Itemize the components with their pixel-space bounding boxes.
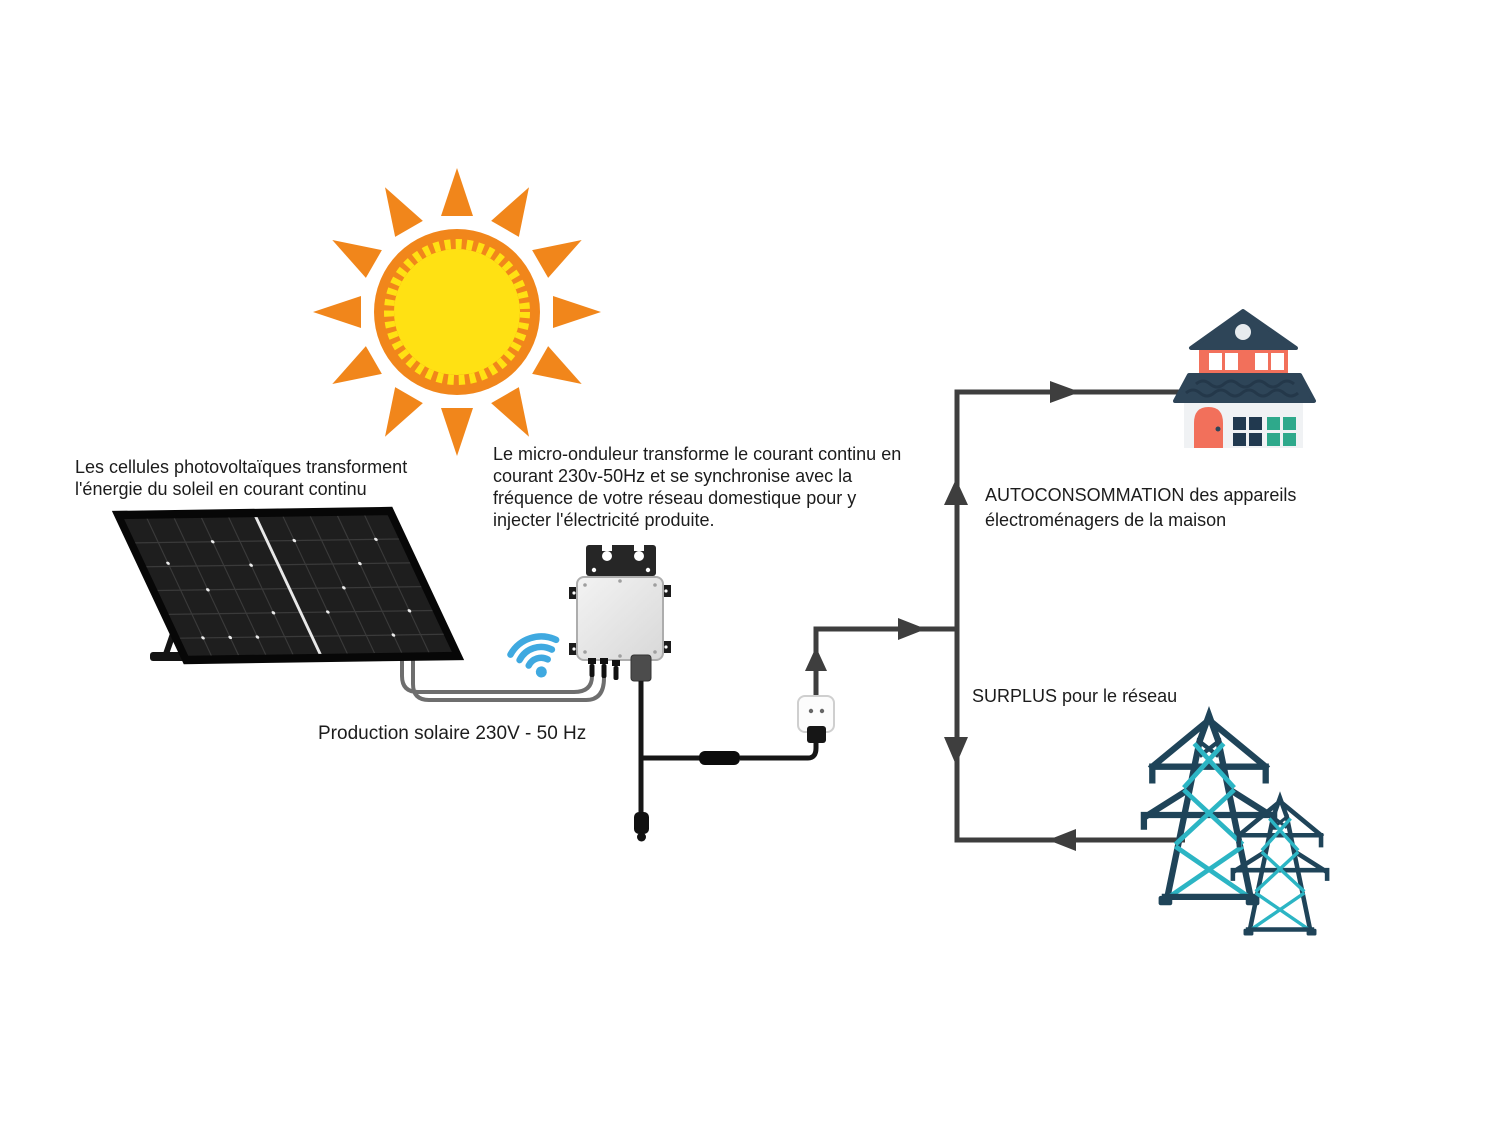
pylon-icon	[1144, 715, 1327, 935]
sun-rays	[313, 168, 601, 456]
inverter-connectors	[588, 658, 620, 680]
arrow-right-into-house	[1050, 381, 1080, 403]
house-icon	[1173, 309, 1316, 448]
outlet-hole	[808, 708, 814, 714]
arrow-left-from-grid	[1048, 829, 1076, 851]
house-teal-window	[1267, 417, 1296, 446]
sun-core	[394, 249, 520, 375]
micro-inverter-icon	[569, 543, 819, 842]
house-gable-window	[1235, 324, 1251, 340]
ac-branch-cable	[740, 742, 819, 761]
bracket-keyhole	[634, 543, 644, 551]
arrow-right-to-bus	[898, 618, 926, 640]
bracket-keyhole	[602, 543, 612, 551]
outlet-plug	[807, 726, 826, 743]
inverter-caption: Le micro-onduleur transforme le courant …	[493, 444, 902, 530]
production-label: Production solaire 230V - 50 Hz	[318, 723, 587, 744]
autoconsommation-label: AUTOCONSOMMATION des appareils électromé…	[985, 485, 1297, 530]
sun-icon	[313, 168, 601, 456]
outlet-flow-line	[813, 626, 957, 699]
inverter-tabs	[569, 585, 671, 655]
ac-cable-tip	[634, 812, 649, 834]
arrow-up-from-outlet	[805, 647, 827, 671]
arrow-down-to-grid	[944, 737, 968, 765]
house-navy-window	[1233, 417, 1262, 446]
inverter-body	[576, 576, 664, 661]
dc-cable	[400, 640, 594, 694]
house-door	[1194, 407, 1223, 448]
bracket-screw	[645, 567, 651, 573]
house-roof-waves	[1185, 379, 1299, 398]
inverter-screws	[583, 579, 657, 658]
pylon-large	[1144, 715, 1274, 905]
bracket-keyhole	[634, 551, 644, 561]
inverter-cable-gland	[630, 654, 652, 682]
bracket-screw	[591, 567, 597, 573]
outlet-hole	[819, 708, 825, 714]
sun-serrated-edge	[384, 239, 530, 385]
energy-flow-lines	[805, 381, 1185, 851]
house-door-knob	[1215, 426, 1221, 432]
panel-caption: Les cellules photovoltaïques transformen…	[75, 457, 408, 499]
wifi-icon	[507, 633, 560, 678]
surplus-label: SURPLUS pour le réseau	[972, 686, 1178, 706]
dc-cable	[411, 642, 606, 702]
house-upper-windows	[1209, 353, 1284, 370]
panel-center-divider	[254, 517, 322, 654]
panel-module	[111, 506, 465, 665]
power-outlet-icon	[797, 695, 835, 743]
arrow-up-to-house	[944, 479, 968, 505]
ac-cable-tip-end	[637, 832, 646, 842]
ac-connector	[699, 751, 740, 765]
inverter-bracket	[586, 545, 656, 576]
bracket-keyhole	[602, 551, 612, 561]
solar-panel-icon	[111, 506, 606, 702]
